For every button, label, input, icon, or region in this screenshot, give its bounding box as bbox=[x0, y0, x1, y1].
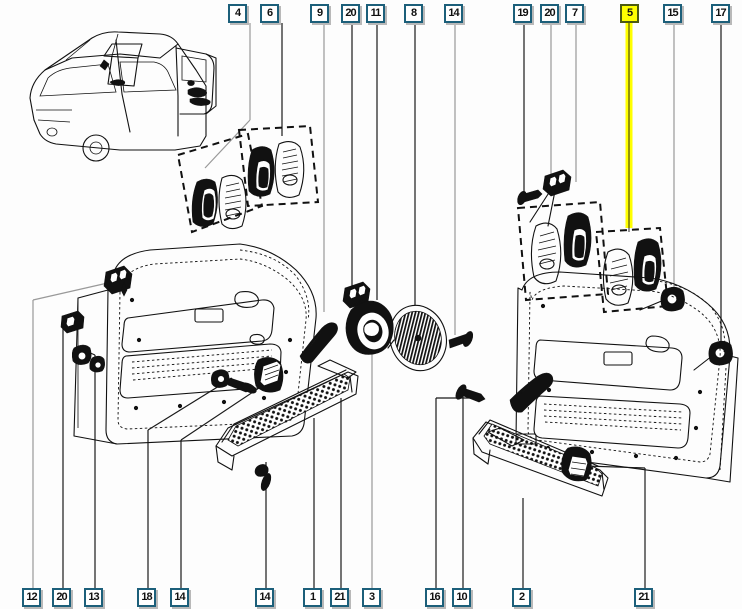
callout-bottom-3[interactable]: 3 bbox=[362, 588, 381, 607]
leader-lines-bottom bbox=[32, 281, 646, 588]
callout-top-8[interactable]: 8 bbox=[404, 4, 423, 23]
callout-bottom-21b[interactable]: 21 bbox=[634, 588, 653, 607]
callout-top-9[interactable]: 9 bbox=[310, 4, 329, 23]
callout-bottom-20[interactable]: 20 bbox=[52, 588, 71, 607]
speaker bbox=[345, 299, 395, 355]
right-fasteners bbox=[517, 169, 733, 371]
callout-top-15[interactable]: 15 bbox=[663, 4, 682, 23]
callout-bottom-21[interactable]: 21 bbox=[330, 588, 349, 607]
left-armrest-pull bbox=[211, 322, 359, 491]
callout-bottom-13[interactable]: 13 bbox=[84, 588, 103, 607]
right-armrest-pull bbox=[455, 372, 609, 497]
callout-bottom-12[interactable]: 12 bbox=[22, 588, 41, 607]
callout-bottom-2[interactable]: 2 bbox=[512, 588, 531, 607]
right-handle-group-a bbox=[516, 200, 610, 302]
callout-top-5-highlighted[interactable]: 5 bbox=[620, 4, 639, 23]
callout-bottom-14[interactable]: 14 bbox=[170, 588, 189, 607]
callout-top-7[interactable]: 7 bbox=[565, 4, 584, 23]
speaker-assembly bbox=[342, 281, 474, 372]
callout-bottom-18[interactable]: 18 bbox=[137, 588, 156, 607]
callout-bottom-1[interactable]: 1 bbox=[303, 588, 322, 607]
callout-top-17[interactable]: 17 bbox=[711, 4, 730, 23]
callout-top-4[interactable]: 4 bbox=[228, 4, 247, 23]
callout-bottom-14b[interactable]: 14 bbox=[255, 588, 274, 607]
callout-top-20b[interactable]: 20 bbox=[540, 4, 559, 23]
speaker-grille bbox=[389, 304, 447, 372]
vehicle-illustration bbox=[29, 31, 217, 162]
callout-top-14[interactable]: 14 bbox=[444, 4, 463, 23]
callout-top-6[interactable]: 6 bbox=[260, 4, 279, 23]
callout-top-19[interactable]: 19 bbox=[513, 4, 532, 23]
callout-bottom-16[interactable]: 16 bbox=[425, 588, 444, 607]
callout-top-20[interactable]: 20 bbox=[341, 4, 360, 23]
callout-top-11[interactable]: 11 bbox=[366, 4, 385, 23]
callout-bottom-10[interactable]: 10 bbox=[452, 588, 471, 607]
left-handle-group-a bbox=[176, 132, 264, 234]
leader-lines-top bbox=[204, 23, 722, 342]
left-handle-group-b bbox=[237, 124, 320, 208]
right-door-trim-panel bbox=[515, 271, 739, 483]
left-fasteners bbox=[60, 265, 133, 373]
